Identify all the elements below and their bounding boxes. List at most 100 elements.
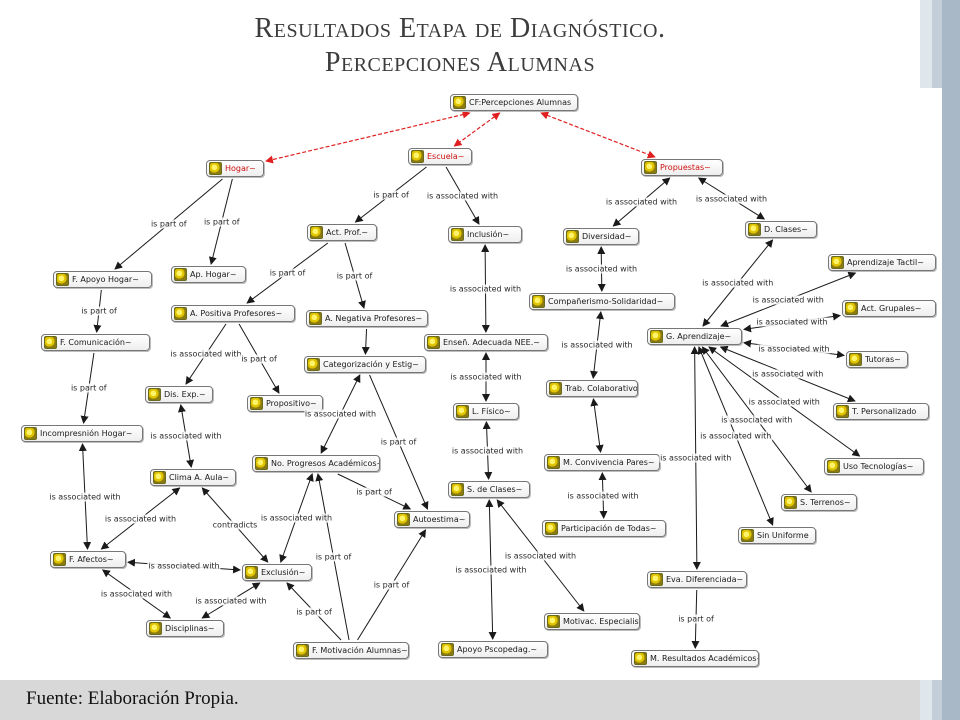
concept-node-mconv[interactable]: M. Convivencia Pares~ bbox=[544, 454, 660, 471]
concept-node-aphogar[interactable]: Ap. Hogar~ bbox=[171, 266, 246, 283]
concept-node-propos[interactable]: Propositivo~ bbox=[247, 395, 323, 412]
concept-node-evadif[interactable]: Eva. Diferenciada~ bbox=[647, 571, 747, 588]
link-cf-hogar bbox=[265, 110, 471, 164]
concept-icon bbox=[644, 161, 657, 174]
concept-node-fmotiv[interactable]: F. Motivación Alumnas~ bbox=[293, 642, 409, 659]
concept-icon bbox=[827, 460, 840, 473]
concept-node-climaaula[interactable]: Clima A. Aula~ bbox=[150, 469, 236, 486]
link-label: is part of bbox=[268, 268, 307, 278]
concept-node-label: No. Progresos Académicos~ bbox=[271, 459, 380, 468]
link-label: is associated with bbox=[448, 284, 523, 293]
concept-icon bbox=[784, 496, 797, 509]
concept-node-label: Diversidad~ bbox=[582, 232, 632, 241]
concept-icon bbox=[24, 427, 37, 440]
link-label: is associated with bbox=[564, 264, 639, 274]
link-label: is part of bbox=[314, 552, 353, 562]
concept-icon bbox=[634, 652, 647, 665]
concept-node-label: Act. Grupales~ bbox=[861, 304, 922, 313]
concept-node-exclus[interactable]: Exclusión~ bbox=[242, 564, 312, 581]
slide-title: Resultados Etapa de Diagnóstico. Percepc… bbox=[0, 12, 920, 80]
concept-node-label: Act. Prof.~ bbox=[326, 228, 369, 237]
concept-icon bbox=[650, 330, 663, 343]
concept-node-disexp[interactable]: Dis. Exp.~ bbox=[145, 386, 213, 403]
concept-node-autoest[interactable]: Autoestima~ bbox=[394, 511, 470, 528]
link-label: is part of bbox=[240, 354, 278, 363]
concept-icon bbox=[532, 295, 545, 308]
link-label: is associated with bbox=[194, 596, 268, 605]
link-label: is associated with bbox=[757, 344, 831, 354]
concept-node-aneg[interactable]: A. Negativa Profesores~ bbox=[306, 310, 428, 327]
concept-node-label: Inclusión~ bbox=[467, 230, 510, 239]
concept-node-label: D. Clases~ bbox=[764, 225, 808, 234]
concept-node-label: Propositivo~ bbox=[266, 399, 317, 408]
link-label: is associated with bbox=[454, 565, 528, 574]
concept-node-usotec[interactable]: Uso Tecnologías~ bbox=[824, 458, 924, 475]
concept-icon bbox=[427, 336, 440, 349]
concept-node-fafect[interactable]: F. Afectos~ bbox=[50, 551, 126, 568]
concept-node-garpr[interactable]: G. Aprendizaje~ bbox=[647, 328, 742, 345]
concept-node-lfisico[interactable]: L. Físico~ bbox=[453, 403, 519, 420]
concept-node-label: Sin Uniforme bbox=[757, 531, 809, 540]
concept-node-label: Aprendizaje Tactil~ bbox=[847, 258, 924, 267]
concept-node-propuestas[interactable]: Propuestas~ bbox=[641, 159, 723, 176]
link-label: is associated with bbox=[604, 197, 679, 207]
concept-node-compa[interactable]: Compañerismo-Solidaridad~ bbox=[529, 293, 675, 310]
concept-icon bbox=[310, 226, 323, 239]
link-label: is associated with bbox=[560, 340, 634, 350]
concept-node-partic[interactable]: Participación de Todas~ bbox=[542, 520, 666, 537]
concept-node-escuela[interactable]: Escuela~ bbox=[408, 148, 472, 165]
concept-node-mresult[interactable]: M. Resultados Académicos~ bbox=[631, 650, 759, 667]
concept-node-aprtactil[interactable]: Aprendizaje Tactil~ bbox=[828, 254, 936, 271]
concept-node-tutoras[interactable]: Tutoras~ bbox=[846, 351, 908, 368]
concept-node-actprof[interactable]: Act. Prof.~ bbox=[307, 224, 377, 241]
concept-node-trab[interactable]: Trab. Colaborativo. bbox=[546, 380, 638, 397]
link-label: is part of bbox=[372, 190, 410, 199]
concept-icon bbox=[849, 353, 862, 366]
concept-icon bbox=[149, 622, 162, 635]
concept-node-strr[interactable]: S. Terrenos~ bbox=[781, 494, 857, 511]
concept-node-hogar[interactable]: Hogar~ bbox=[206, 160, 264, 177]
link-label: is part of bbox=[80, 306, 118, 316]
concept-node-label: Uso Tecnologías~ bbox=[843, 462, 914, 471]
link-aneg-catego bbox=[361, 328, 370, 355]
concept-icon bbox=[53, 553, 66, 566]
concept-node-sinunif[interactable]: Sin Uniforme bbox=[738, 527, 816, 544]
link-label: is associated with bbox=[751, 369, 825, 379]
concept-icon bbox=[549, 382, 562, 395]
concept-node-fapoyo[interactable]: F. Apoyo Hogar~ bbox=[53, 271, 152, 288]
concept-node-tpers[interactable]: T. Personalizado bbox=[833, 403, 929, 420]
concept-node-label: S. Terrenos~ bbox=[800, 498, 851, 507]
concept-node-label: Autoestima~ bbox=[413, 515, 466, 524]
concept-node-label: Exclusión~ bbox=[261, 568, 306, 577]
concept-node-catego[interactable]: Categorización y Estig~ bbox=[304, 356, 426, 373]
concept-node-apos[interactable]: A. Positiva Profesores~ bbox=[171, 305, 295, 322]
link-label: is associated with bbox=[149, 431, 223, 441]
link-label: is part of bbox=[677, 614, 715, 624]
concept-node-incomp[interactable]: Incompresnión Hogar~ bbox=[21, 425, 143, 442]
concept-node-discip[interactable]: Disciplinas~ bbox=[146, 620, 224, 637]
concept-icon bbox=[453, 96, 466, 109]
concept-node-noprog[interactable]: No. Progresos Académicos~ bbox=[252, 455, 380, 472]
concept-node-dclases[interactable]: D. Clases~ bbox=[745, 221, 817, 238]
link-label: is associated with bbox=[99, 589, 174, 599]
concept-node-label: F. Apoyo Hogar~ bbox=[72, 275, 139, 284]
link-label: is associated with bbox=[701, 278, 775, 288]
concept-node-label: A. Negativa Profesores~ bbox=[325, 314, 423, 323]
concept-node-diversidad[interactable]: Diversidad~ bbox=[563, 228, 639, 245]
concept-node-actgrup[interactable]: Act. Grupales~ bbox=[842, 300, 936, 317]
concept-node-cf[interactable]: CF:Percepciones Alumnas bbox=[450, 94, 578, 111]
concept-node-label: Disciplinas~ bbox=[165, 624, 215, 633]
concept-node-label: F. Afectos~ bbox=[69, 555, 114, 564]
concept-icon bbox=[545, 522, 558, 535]
link-label: is associated with bbox=[449, 372, 523, 382]
concept-node-inclusion[interactable]: Inclusión~ bbox=[448, 226, 522, 243]
concept-icon bbox=[307, 358, 320, 371]
concept-node-fcom[interactable]: F. Comunicación~ bbox=[41, 334, 150, 351]
concept-icon bbox=[451, 228, 464, 241]
concept-node-motivesp[interactable]: Motivac. Especialist~ bbox=[544, 613, 640, 630]
concept-node-ensen[interactable]: Enseñ. Adecuada NEE.~ bbox=[424, 334, 548, 351]
concept-icon bbox=[845, 302, 858, 315]
slide-title-line2: Percepciones Alumnas bbox=[324, 47, 596, 78]
concept-node-apoyopsi[interactable]: Apoyo Pscopedag.~ bbox=[438, 641, 548, 658]
concept-node-sdeclases[interactable]: S. de Clases~ bbox=[448, 481, 530, 498]
